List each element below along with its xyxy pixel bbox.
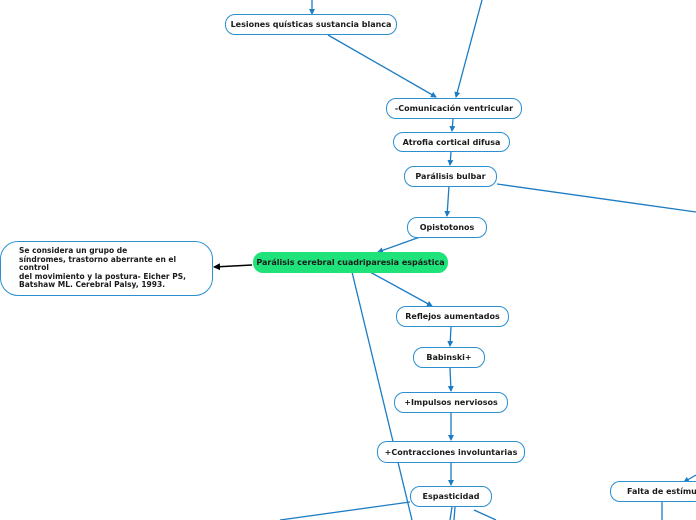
node-paralisis-bulbar[interactable]: Parálisis bulbar (404, 166, 497, 187)
edge-lesiones-to-comunicacion (327, 34, 437, 98)
node-atrofia-cortical[interactable]: Atrofia cortical difusa (393, 132, 510, 152)
node-babinski[interactable]: Babinski+ (413, 347, 485, 368)
node-falta-de-estimulos[interactable]: Falta de estímulos (610, 481, 696, 502)
edge-top-to-comunicacion (454, 0, 483, 98)
node-impulsos-nerviosos[interactable]: +Impulsos nerviosos (394, 392, 508, 413)
edge-espasticidad-to-right (473, 509, 497, 520)
node-reflejos-aumentados[interactable]: Reflejos aumentados (396, 306, 509, 327)
edge-reflejos-to-babinski (447, 326, 454, 347)
edge-central-down (351, 271, 413, 520)
edge-central-to-note (213, 263, 253, 271)
edge-espasticidad-to-left (279, 501, 411, 520)
edge-atrofia-to-bulbar (447, 151, 454, 166)
node-contracciones-involuntarias[interactable]: +Contracciones involuntarias (377, 441, 525, 463)
node-comunicacion-ventricular[interactable]: -Comunicación ventricular (386, 98, 522, 119)
edge-right-to-falta (683, 474, 696, 483)
edge-babinski-to-impulsos (447, 367, 454, 392)
node-lesiones-quisticas[interactable]: Lesiones quísticas sustancia blanca (225, 14, 397, 35)
edge-espasticidad-down-1 (449, 506, 453, 520)
edge-comunicacion-to-atrofia (449, 118, 456, 132)
node-central-topic[interactable]: Parálisis cerebral cuadriparesia espásti… (253, 252, 448, 273)
edge-bulbar-to-opistotonos (444, 185, 451, 217)
node-opistotonos[interactable]: Opistotonos (407, 217, 487, 238)
note-definition[interactable]: Se considera un grupo de síndromes, tras… (0, 241, 213, 296)
edge-espasticidad-down-2 (453, 506, 456, 520)
edge-opistotonos-to-central (377, 236, 421, 254)
edge-bulbar-to-right (496, 183, 696, 213)
node-espasticidad[interactable]: Espasticidad (410, 486, 492, 507)
edge-central-to-reflejos (369, 271, 433, 307)
